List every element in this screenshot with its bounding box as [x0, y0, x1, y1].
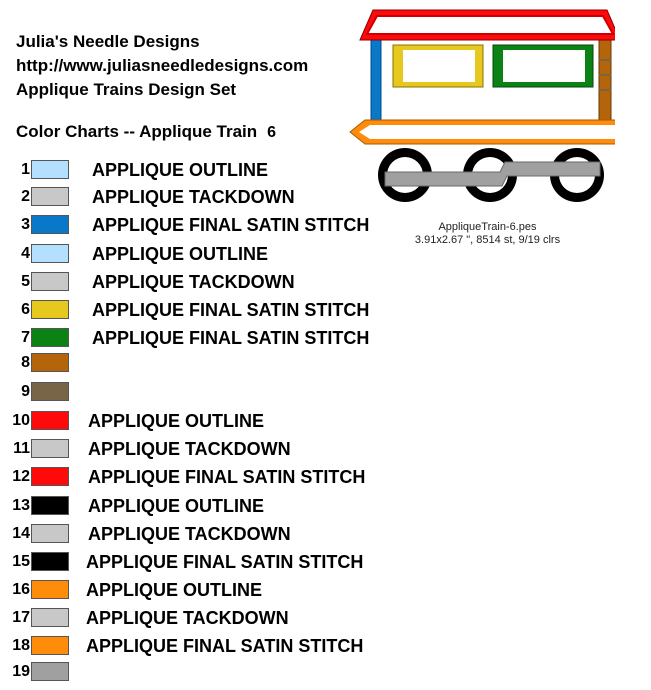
color-row: 9: [0, 380, 420, 404]
color-number: 16: [12, 581, 30, 598]
color-swatch: [31, 353, 69, 372]
color-row: 2 APPLIQUE TACKDOWN: [0, 185, 420, 209]
color-swatch: [31, 272, 69, 291]
color-row: 12 APPLIQUE FINAL SATIN STITCH: [0, 465, 420, 489]
color-row: 8: [0, 351, 420, 375]
design-specs: 3.91x2.67 ", 8514 st, 9/19 clrs: [414, 234, 561, 246]
color-number: 18: [12, 637, 30, 654]
color-swatch: [31, 524, 69, 543]
color-number: 1: [21, 161, 30, 178]
color-step-label: APPLIQUE OUTLINE: [86, 580, 263, 600]
color-step-label: APPLIQUE TACKDOWN: [86, 608, 289, 628]
color-step-label: APPLIQUE FINAL SATIN STITCH: [86, 636, 364, 656]
color-number: 8: [21, 354, 30, 371]
color-number: 6: [21, 301, 30, 318]
color-swatch: [31, 608, 69, 627]
color-number: 5: [21, 273, 30, 290]
color-swatch: [31, 300, 69, 319]
color-step-label: APPLIQUE TACKDOWN: [92, 272, 295, 292]
color-row: 18 APPLIQUE FINAL SATIN STITCH: [0, 634, 420, 658]
design-set-name: Applique Trains Design Set: [16, 80, 237, 99]
color-number: 7: [21, 329, 30, 346]
design-file-info: AppliqueTrain-6.pes 3.91x2.67 ", 8514 st…: [395, 221, 580, 247]
color-row: 14 APPLIQUE TACKDOWN: [0, 522, 420, 546]
color-swatch: [31, 328, 69, 347]
color-chart-title: Color Charts -- Applique Train: [16, 122, 258, 141]
color-swatch: [31, 552, 69, 571]
color-row: 17 APPLIQUE TACKDOWN: [0, 606, 420, 630]
color-row: 6 APPLIQUE FINAL SATIN STITCH: [0, 298, 420, 322]
color-number: 13: [12, 497, 30, 514]
color-row: 15 APPLIQUE FINAL SATIN STITCH: [0, 550, 420, 574]
color-swatch: [31, 244, 69, 263]
color-number: 19: [12, 663, 30, 680]
color-step-label: APPLIQUE OUTLINE: [88, 496, 265, 516]
color-swatch: [31, 467, 69, 486]
color-swatch: [31, 580, 69, 599]
color-number: 10: [12, 412, 30, 429]
color-number: 3: [21, 216, 30, 233]
color-step-label: APPLIQUE FINAL SATIN STITCH: [92, 328, 370, 348]
color-row: 13 APPLIQUE OUTLINE: [0, 494, 420, 518]
website-url: http://www.juliasneedledesigns.com: [16, 56, 309, 75]
color-row: 7 APPLIQUE FINAL SATIN STITCH: [0, 326, 420, 350]
color-row: 10 APPLIQUE OUTLINE: [0, 409, 420, 433]
color-step-label: APPLIQUE TACKDOWN: [88, 439, 291, 459]
color-number: 4: [21, 245, 30, 262]
color-swatch: [31, 215, 69, 234]
color-row: 19: [0, 660, 420, 684]
color-swatch: [31, 187, 69, 206]
color-step-label: APPLIQUE OUTLINE: [92, 160, 269, 180]
color-step-label: APPLIQUE FINAL SATIN STITCH: [92, 300, 370, 320]
color-step-label: APPLIQUE TACKDOWN: [92, 187, 295, 207]
color-number: 12: [12, 468, 30, 485]
color-row: 3 APPLIQUE FINAL SATIN STITCH: [0, 213, 420, 237]
color-row: 1 APPLIQUE OUTLINE: [0, 158, 420, 182]
color-step-label: APPLIQUE FINAL SATIN STITCH: [86, 552, 364, 572]
color-swatch: [31, 662, 69, 681]
color-number: 14: [12, 525, 30, 542]
color-step-label: APPLIQUE OUTLINE: [88, 411, 265, 431]
color-step-label: APPLIQUE FINAL SATIN STITCH: [88, 467, 366, 487]
color-swatch: [31, 439, 69, 458]
color-number: 15: [12, 553, 30, 570]
color-swatch: [31, 382, 69, 401]
color-chart-heading: Color Charts -- Applique Train 6: [16, 122, 276, 142]
color-row: 16 APPLIQUE OUTLINE: [0, 578, 420, 602]
color-swatch: [31, 411, 69, 430]
color-number: 9: [21, 383, 30, 400]
color-swatch: [31, 160, 69, 179]
design-file-name: AppliqueTrain-6.pes: [438, 221, 537, 233]
color-swatch: [31, 636, 69, 655]
color-number: 17: [12, 609, 30, 626]
color-number: 2: [21, 188, 30, 205]
color-step-label: APPLIQUE FINAL SATIN STITCH: [92, 215, 370, 235]
company-name: Julia's Needle Designs: [16, 32, 200, 51]
color-step-label: APPLIQUE OUTLINE: [92, 244, 269, 264]
color-chart-number: 6: [267, 124, 277, 141]
train-car-preview-image: [349, 9, 615, 202]
color-swatch: [31, 496, 69, 515]
color-row: 5 APPLIQUE TACKDOWN: [0, 270, 420, 294]
color-row: 11 APPLIQUE TACKDOWN: [0, 437, 420, 461]
color-step-label: APPLIQUE TACKDOWN: [88, 524, 291, 544]
color-number: 11: [13, 440, 30, 457]
color-row: 4 APPLIQUE OUTLINE: [0, 242, 420, 266]
